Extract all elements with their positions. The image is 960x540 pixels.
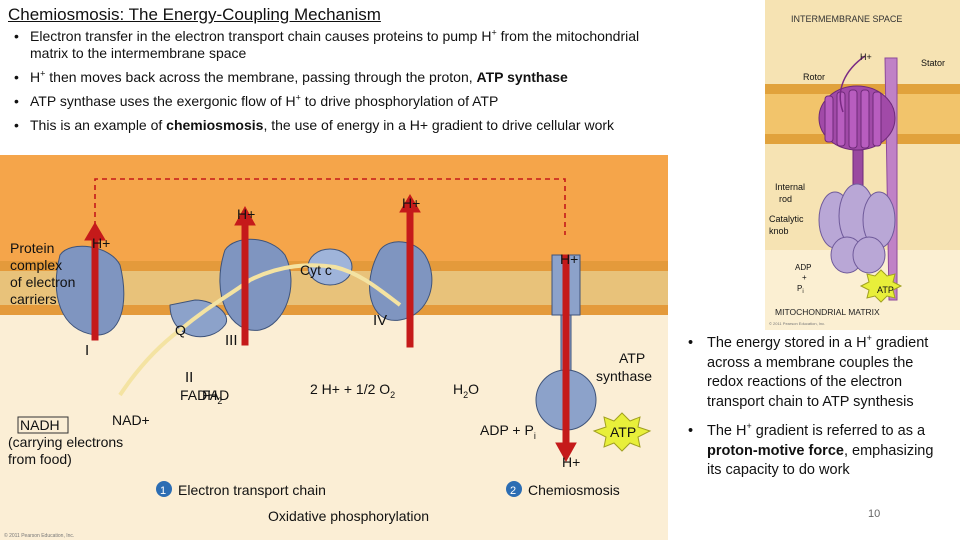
- atp-copyright: © 2011 Pearson Education, Inc.: [769, 321, 825, 326]
- h-plus-label-2: H+: [237, 206, 255, 222]
- internal-rod-label-1: Internal: [775, 182, 805, 192]
- membrane-head-row-bottom: [0, 305, 668, 315]
- atp-label: ATP: [877, 285, 894, 295]
- oxidative-phosphorylation-label: Oxidative phosphorylation: [268, 508, 429, 524]
- step-2-badge: [506, 481, 522, 497]
- electron-path: [118, 263, 402, 397]
- h-plus-label-1: H+: [92, 235, 110, 251]
- adp-pi-label: ADP + Pi: [480, 422, 536, 441]
- proton-pump-arrows: [84, 194, 577, 463]
- carrying-electrons-label-2: from food): [8, 451, 72, 467]
- bullet-item: This is an example of chemiosmosis, the …: [12, 117, 662, 134]
- atp-label: ATP: [610, 424, 636, 440]
- step-1-number: 1: [160, 485, 166, 497]
- oxygen-equation-label: 2 H+ + 1/2 O2: [310, 381, 395, 400]
- fadh2-label: FADH2: [180, 387, 222, 406]
- h-plus-label: H+: [860, 52, 872, 62]
- nadh-label: NADH: [20, 417, 60, 433]
- water-label: H2O: [453, 381, 479, 400]
- complex-i-label: I: [85, 342, 89, 359]
- bullet-list: Electron transfer in the electron transp…: [12, 28, 662, 141]
- step-2-label: Chemiosmosis: [528, 482, 620, 498]
- proton-flow-lines: [94, 178, 566, 235]
- complex-iii: [219, 238, 292, 331]
- main-copyright: © 2011 Pearson Education, Inc.: [4, 532, 74, 539]
- complex-ii-label: II: [185, 369, 193, 386]
- nadh-box: [17, 416, 69, 434]
- bullet-item: ATP synthase uses the exergonic flow of …: [12, 93, 662, 110]
- atp-burst: [592, 412, 652, 452]
- catalytic-knob-label-1: Catalytic: [769, 214, 804, 224]
- protein-complex-label-4: carriers: [10, 291, 57, 307]
- matrix-label: MITOCHONDRIAL MATRIX: [775, 307, 880, 317]
- carrying-electrons-label-1: (carrying electrons: [8, 434, 123, 450]
- internal-rod-label-2: rod: [779, 194, 792, 204]
- stator-label: Stator: [921, 58, 945, 68]
- protein-complex-label-1: Protein: [10, 240, 54, 256]
- summary-bullet-list: The energy stored in a H+ gradient acros…: [688, 334, 950, 491]
- bullet-item: H+ then moves back across the membrane, …: [12, 69, 662, 86]
- intermembrane-label: INTERMEMBRANE SPACE: [791, 14, 902, 24]
- rotor-label: Rotor: [803, 72, 825, 82]
- adp-label: ADP: [795, 263, 811, 272]
- protein-complex-label-3: of electron: [10, 274, 75, 290]
- h-plus-label-3: H+: [402, 195, 420, 211]
- fad-label: FAD: [202, 387, 229, 403]
- step-1-badge: [156, 481, 172, 497]
- plus-label: +: [802, 273, 807, 282]
- complex-iii-label: III: [225, 332, 238, 349]
- summary-bullet-item: The energy stored in a H+ gradient acros…: [688, 334, 950, 412]
- h-plus-label-5: H+: [562, 454, 580, 470]
- pi-label: Pi: [797, 284, 804, 295]
- atp-burst: [859, 269, 903, 303]
- step-1-label: Electron transport chain: [178, 482, 326, 498]
- summary-bullet-item: The H+ gradient is referred to as a prot…: [688, 422, 950, 481]
- complex-iv-label: IV: [373, 312, 387, 329]
- proton-path-arrow: [839, 55, 866, 113]
- atp-synthase-figure: INTERMEMBRANE SPACE H+ Stator Rotor Inte…: [765, 0, 960, 330]
- catalytic-knob-label-2: knob: [769, 226, 789, 236]
- etc-figure: Protein complex of electron carriers H+ …: [0, 155, 668, 540]
- h-plus-label-4: H+: [560, 251, 578, 267]
- step-2-number: 2: [510, 485, 516, 497]
- q-label: Q: [175, 322, 186, 338]
- intermembrane-space-bg: [0, 155, 668, 265]
- atp-synthase-label-1: ATP: [619, 350, 645, 366]
- bullet-item: Electron transfer in the electron transp…: [12, 28, 662, 62]
- protein-complex-label-2: complex: [10, 257, 62, 273]
- nad-plus-label: NAD+: [112, 412, 150, 428]
- page-number: 10: [868, 508, 881, 520]
- catalytic-knob: [818, 183, 896, 274]
- slide-title: Chemiosmosis: The Energy-Coupling Mechan…: [8, 5, 381, 24]
- cyt-c-label: Cyt c: [300, 262, 332, 278]
- atp-synthase-label-2: synthase: [596, 368, 652, 384]
